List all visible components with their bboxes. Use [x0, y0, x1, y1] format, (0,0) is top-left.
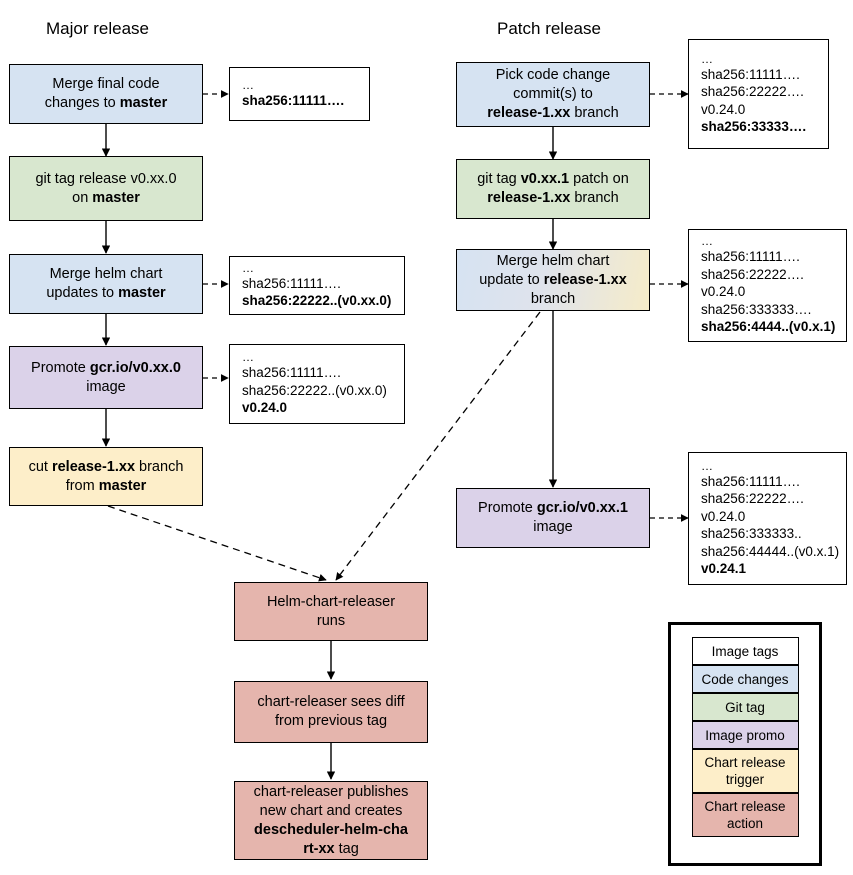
legend-label: Image tags: [711, 643, 779, 659]
tag-line: sha256:333333..: [701, 526, 802, 541]
tag-line: sha256:11111….: [701, 249, 800, 265]
tag-line: sha256:22222….: [701, 491, 804, 506]
tag-line: v0.24.0: [701, 284, 746, 300]
tag-line: v0.24.1: [701, 561, 747, 576]
tag-line: …: [701, 51, 714, 66]
tag-line: …: [701, 458, 714, 473]
legend-item-image-promo: Image promo: [691, 721, 799, 749]
tag-line: sha256:11111….: [242, 92, 345, 108]
tagbox-after-promote-patch: …sha256:11111…. sha256:22222…. v0.24.0 sha2…: [688, 452, 847, 585]
tag-line: …: [242, 260, 255, 275]
tag-line: sha256:333333….: [701, 301, 812, 317]
tag-line: sha256:11111….: [242, 275, 341, 291]
tag-line: sha256:22222….: [701, 84, 804, 99]
tag-line: sha256:22222..(v0.xx.0): [242, 382, 387, 398]
tag-line: v0.24.0: [242, 400, 288, 416]
legend-item-chart-release-action: Chart release action: [691, 793, 799, 837]
legend-item-image-tags: Image tags: [691, 637, 799, 665]
tag-line: sha256:4444..(v0.x.1): [701, 319, 836, 335]
legend-label: Image promo: [705, 727, 785, 743]
edge-cut-branch-to-releaser: [107, 505, 327, 582]
legend-label: Git tag: [725, 699, 765, 715]
tag-line: sha256:11111….: [701, 66, 800, 82]
legend-item-chart-release-trigger: Chart release trigger: [691, 749, 799, 793]
tag-line: sha256:11111….: [242, 365, 341, 381]
tag-line: …: [242, 77, 255, 92]
legend-panel: Image tags Code changes Git tag Image pr…: [668, 622, 822, 866]
tag-line: sha256:33333….: [701, 119, 807, 134]
tag-line: sha256:22222..(v0.xx.0): [242, 293, 392, 308]
legend-label: Chart release action: [704, 799, 786, 831]
tag-line: sha256:11111….: [701, 473, 800, 489]
tag-line: sha256:22222….: [701, 266, 804, 282]
legend-label: Code changes: [701, 671, 789, 687]
tag-line: sha256:44444..(v0.x.1): [701, 543, 840, 559]
tagbox-after-pick-commit: …sha256:11111…. sha256:22222…. v0.24.0 sha2…: [688, 39, 829, 149]
tag-line: v0.24.0: [701, 508, 746, 524]
tag-line: …: [242, 350, 255, 365]
legend-label: Chart release trigger: [704, 755, 786, 787]
patch-release-title: Patch release: [497, 19, 601, 38]
tagbox-after-merge-final: …sha256:11111….: [229, 67, 370, 121]
tag-line: …: [701, 234, 714, 249]
legend-item-code-changes: Code changes: [691, 665, 799, 693]
major-release-title: Major release: [46, 19, 149, 38]
tag-line: v0.24.0: [701, 101, 746, 117]
tagbox-after-merge-helm: …sha256:11111…. sha256:22222..(v0.xx.0): [229, 256, 405, 315]
legend-item-git-tag: Git tag: [691, 693, 799, 721]
tagbox-after-promote: …sha256:11111….sha256:22222..(v0.xx.0) v0…: [229, 344, 405, 424]
